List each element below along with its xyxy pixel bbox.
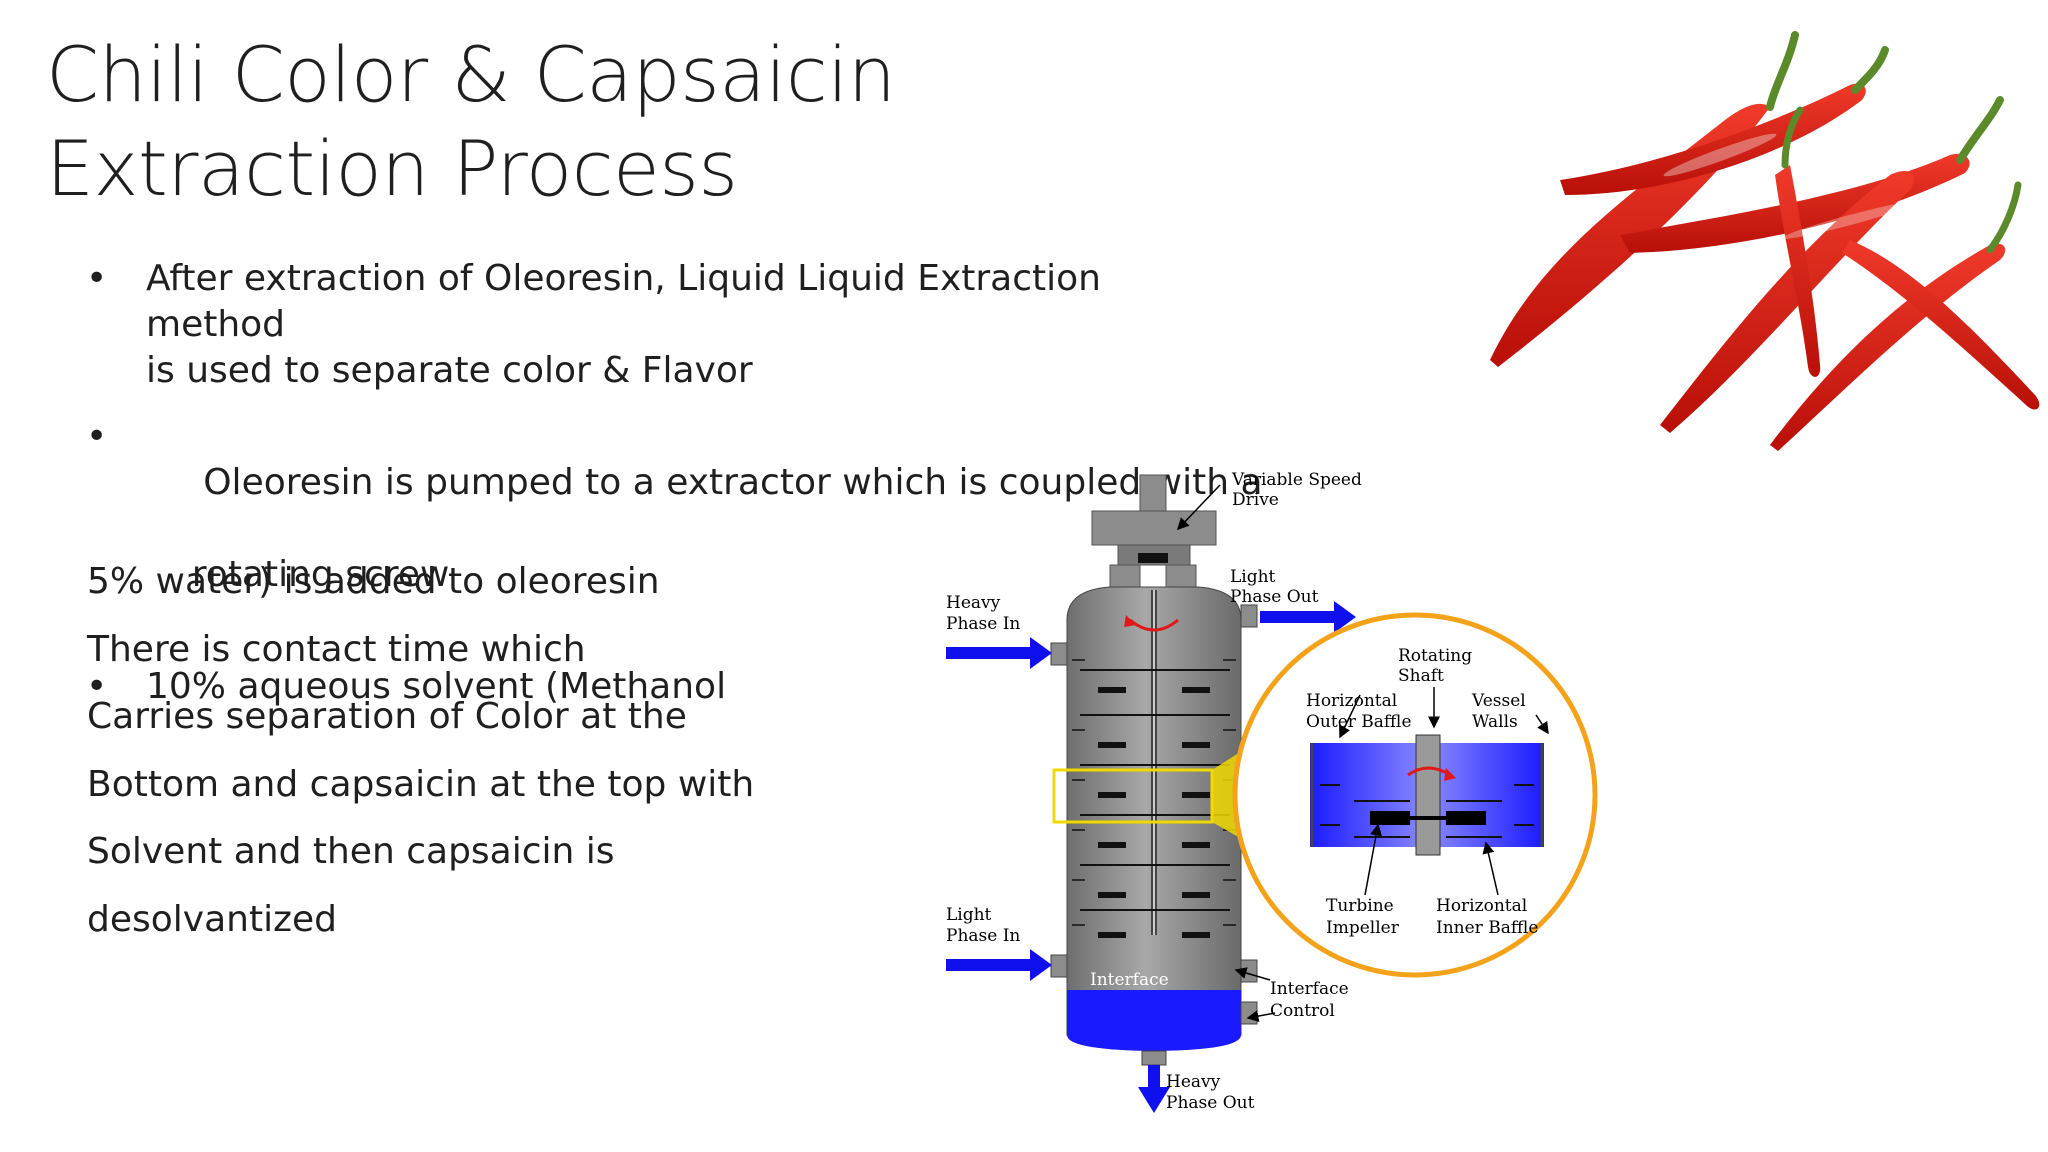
title-line-2: Extraction Process xyxy=(46,124,738,213)
bullet-text: rotating screw xyxy=(191,554,450,595)
label-light-phase-out: Phase Out xyxy=(1230,587,1319,607)
bullet-text: 10% aqueous solvent (Methanol xyxy=(146,666,727,707)
body-line: There is contact time which xyxy=(87,628,586,670)
nozzles xyxy=(1050,604,1258,1066)
label-light-phase-in: Light xyxy=(946,905,992,925)
extraction-column-diagram: Variable Speed Drive Light Phase Out Hea… xyxy=(946,470,1598,1113)
zoom-detail xyxy=(1232,612,1598,978)
bullet-text: is used to separate color & Flavor xyxy=(146,350,753,391)
chili-pepper xyxy=(1842,240,2040,410)
label-light-phase-in: Phase In xyxy=(946,926,1020,946)
slide-title: Chili Color & Capsaicin Extraction Proce… xyxy=(46,28,896,216)
label-inner-baffle: Horizontal xyxy=(1436,896,1527,916)
label-rotating-shaft: Rotating xyxy=(1398,646,1472,666)
chili-pepper xyxy=(1660,170,1914,434)
body-text: 5% water) is added to oleoresin There is… xyxy=(87,548,754,953)
label-variable-speed: Drive xyxy=(1232,490,1279,510)
variable-speed-drive xyxy=(1091,474,1217,606)
label-heavy-phase-in: Heavy xyxy=(946,593,1001,613)
label-turbine-impeller: Turbine xyxy=(1326,896,1394,916)
label-interface-control: Interface xyxy=(1270,979,1349,999)
label-heavy-phase-out: Phase Out xyxy=(1166,1093,1255,1113)
body-line: Carries separation of Color at the xyxy=(87,696,687,737)
body-line: desolvantized xyxy=(87,898,337,940)
label-light-phase-out: Light xyxy=(1230,567,1276,587)
label-vessel-walls: Vessel xyxy=(1471,691,1526,711)
title-line-1: Chili Color & Capsaicin xyxy=(46,30,896,119)
chili-peppers-image xyxy=(1490,31,2040,451)
label-outer-baffle: Horizontal xyxy=(1306,691,1397,711)
label-vessel-walls: Walls xyxy=(1472,712,1518,732)
internals xyxy=(1072,659,1236,938)
label-turbine-impeller: Impeller xyxy=(1326,918,1400,938)
chili-pepper xyxy=(1560,46,1889,195)
bullet-item: 10% aqueous solvent (Methanol xyxy=(86,664,1246,710)
label-heavy-phase-out: Heavy xyxy=(1166,1072,1221,1092)
heavy-phase-liquid xyxy=(1067,990,1241,1051)
label-inner-baffle: Inner Baffle xyxy=(1436,918,1538,938)
label-interface-control: Control xyxy=(1270,1001,1335,1021)
body-line: Bottom and capsaicin at the top with xyxy=(87,763,755,805)
label-interface: Interface xyxy=(1090,970,1169,990)
chili-pepper xyxy=(1770,181,2022,451)
body-line: Solvent and then capsaicin is xyxy=(87,831,615,872)
rotation-icon xyxy=(1129,618,1179,632)
label-heavy-phase-in: Phase In xyxy=(946,614,1020,634)
chili-pepper xyxy=(1775,106,1821,377)
vessel xyxy=(1066,586,1242,1051)
label-rotating-shaft: Shaft xyxy=(1398,666,1444,686)
label-outer-baffle: Outer Baffle xyxy=(1306,712,1412,732)
label-variable-speed: Variable Speed xyxy=(1231,470,1362,490)
body-line: 5% water) is added to oleoresin xyxy=(87,561,660,602)
phase-arrow-icon xyxy=(946,601,1356,1113)
bullet-text: After extraction of Oleoresin, Liquid Li… xyxy=(146,258,1101,345)
bullet-item: After extraction of Oleoresin, Liquid Li… xyxy=(86,256,1246,394)
